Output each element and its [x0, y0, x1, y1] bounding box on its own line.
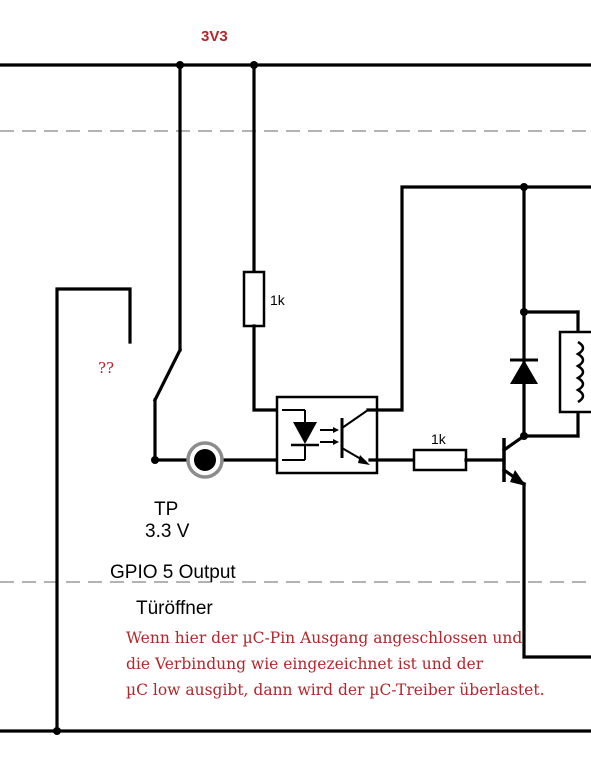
pullup-wire-bottom: [252, 324, 284, 412]
unknown-connection-label: ??: [98, 359, 114, 377]
optocoupler: [275, 395, 379, 475]
testpoint-voltage: 3.3 V: [145, 521, 190, 542]
base-resistor: [412, 448, 468, 472]
note-line-3: µC low ausgibt, dann wird der µC-Treiber…: [126, 681, 545, 699]
npn-transistor: [501, 433, 527, 487]
testpoint-dot: [194, 449, 216, 471]
opto-collector-wire: [366, 185, 591, 412]
note-line-2: die Verbindung wie eingezeichnet ist und…: [126, 655, 484, 673]
function-label: Türöffner: [136, 598, 213, 619]
testpoint-name: TP: [154, 499, 178, 520]
gpio-label: GPIO 5 Output: [110, 562, 236, 583]
pullup-resistor: [242, 270, 266, 328]
unconnected-bracket: [55, 287, 132, 733]
supply-label: 3V3: [201, 28, 228, 45]
flyback-diode: [510, 358, 538, 384]
note-line-1: Wenn hier der µC-Pin Ausgang angeschloss…: [126, 629, 522, 647]
emitter-wire: [522, 482, 591, 659]
switch-contact: [152, 347, 183, 403]
base-resistor-label: 1k: [431, 431, 447, 447]
relay-coil: [558, 330, 591, 414]
pullup-resistor-label: 1k: [270, 292, 286, 308]
